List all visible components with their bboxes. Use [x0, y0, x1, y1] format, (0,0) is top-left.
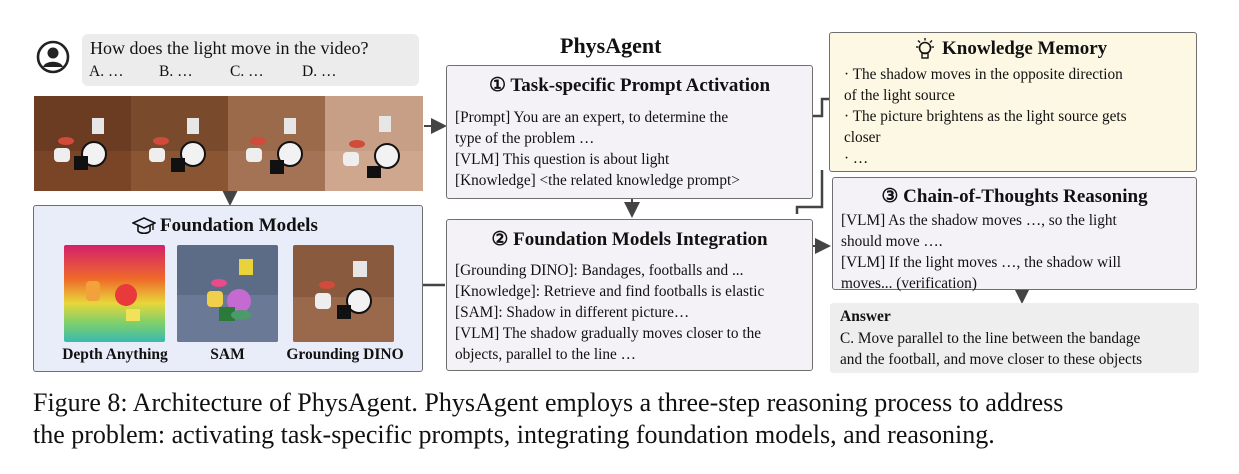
step3-line-3: [VLM] If the light moves …, the shadow w… — [841, 254, 1121, 271]
depth-anything-image — [64, 245, 165, 342]
answer-line-2: and the football, and move closer to the… — [840, 351, 1143, 368]
step2-line-2: [Knowledge]: Retrieve and find footballs… — [455, 283, 765, 300]
video-frame-2 — [131, 96, 229, 191]
step2-line-5: objects, parallel to the line … — [455, 346, 636, 363]
step1-line-2: type of the problem … — [455, 130, 595, 147]
option-c: C. … — [230, 63, 264, 80]
link-step1-knowledge — [813, 97, 830, 118]
step3-line-2: should move …. — [841, 233, 943, 250]
link-step2-knowledge — [795, 170, 824, 214]
knowledge-memory-panel: Knowledge Memory · The shadow moves in t… — [829, 32, 1197, 172]
physagent-title: PhysAgent — [560, 33, 662, 58]
knowledge-line-5: · … — [844, 150, 869, 167]
knowledge-title: Knowledge Memory — [942, 38, 1108, 59]
video-frame-4 — [325, 96, 423, 191]
video-frame-3 — [228, 96, 326, 191]
answer-line-1: C. Move parallel to the line between the… — [840, 330, 1141, 347]
step3-panel: ③ Chain-of-Thoughts Reasoning [VLM] As t… — [832, 177, 1197, 292]
option-b: B. … — [159, 63, 193, 80]
sam-image — [177, 245, 278, 342]
step1-line-1: [Prompt] You are an expert, to determine… — [455, 109, 729, 126]
answer-title: Answer — [840, 308, 891, 325]
knowledge-line-2: of the light source — [844, 87, 955, 104]
step3-line-4: moves... (verification) — [841, 275, 977, 292]
caption-line-1: Figure 8: Architecture of PhysAgent. Phy… — [33, 388, 1064, 417]
step2-title: ② Foundation Models Integration — [491, 229, 768, 250]
step2-line-1: [Grounding DINO]: Bandages, footballs an… — [455, 262, 744, 279]
step2-line-3: [SAM]: Shadow in different picture… — [455, 304, 690, 321]
caption-line-2: the problem: activating task-specific pr… — [33, 420, 995, 449]
step1-line-3: [VLM] This question is about light — [455, 151, 670, 168]
question-bubble — [82, 34, 419, 86]
option-d: D. … — [302, 63, 337, 80]
knowledge-line-4: closer — [844, 129, 881, 146]
step2-line-4: [VLM] The shadow gradually moves closer … — [455, 325, 762, 342]
step3-title: ③ Chain-of-Thoughts Reasoning — [881, 186, 1148, 207]
video-frame-1 — [34, 96, 132, 191]
step2-panel: ② Foundation Models Integration [Groundi… — [446, 219, 813, 371]
graduation-cap-icon — [131, 216, 157, 236]
lightbulb-icon — [914, 37, 936, 61]
option-a: A. … — [89, 63, 124, 80]
foundation-title: Foundation Models — [160, 215, 318, 236]
knowledge-line-1: · The shadow moves in the opposite direc… — [844, 66, 1123, 83]
step3-line-1: [VLM] As the shadow moves …, so the ligh… — [841, 212, 1117, 229]
step1-line-4: [Knowledge] <the related knowledge promp… — [455, 172, 740, 189]
step1-panel: ① Task-specific Prompt Activation [Promp… — [446, 65, 813, 199]
knowledge-line-3: · The picture brightens as the light sou… — [844, 108, 1127, 125]
grounding-dino-image — [293, 245, 394, 342]
grounding-dino-label: Grounding DINO — [286, 346, 404, 363]
answer-panel: Answer C. Move parallel to the line betw… — [830, 303, 1199, 373]
sam-label: SAM — [210, 346, 245, 363]
question-text: How does the light move in the video? — [90, 38, 369, 58]
depth-anything-label: Depth Anything — [62, 346, 168, 363]
step1-title: ① Task-specific Prompt Activation — [488, 75, 771, 96]
user-avatar-icon — [36, 40, 70, 74]
